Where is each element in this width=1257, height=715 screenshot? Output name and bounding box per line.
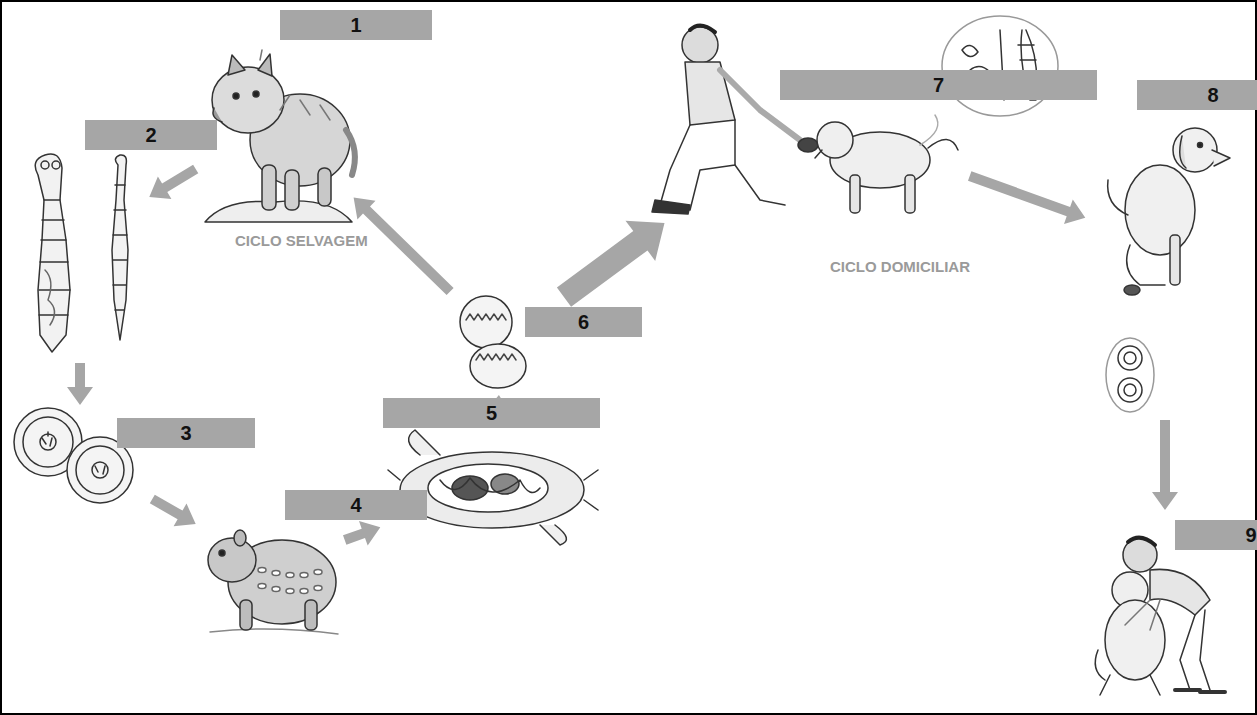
cycle-arrow <box>67 363 93 405</box>
cycle-arrow <box>1152 420 1178 510</box>
stage-region: 1 <box>200 10 350 232</box>
callout-number: 9 <box>1175 520 1257 550</box>
callout-number: 3 <box>117 418 255 448</box>
callout-number: 5 <box>383 398 600 428</box>
cycle-arrow <box>354 198 454 296</box>
stage-region: 4 <box>200 488 340 645</box>
stage-region: 7 <box>650 15 965 220</box>
stage-region: 8 <box>1090 78 1240 415</box>
callout-number: 1 <box>280 10 432 40</box>
callout-number: 7 <box>780 70 1097 100</box>
callout-number: 4 <box>285 490 427 520</box>
stage-region: 6 <box>445 295 560 390</box>
callout-number: 2 <box>85 120 217 150</box>
cycle-arrow <box>149 165 198 199</box>
stage-region: 9 <box>1090 515 1240 705</box>
stage-region: 2 <box>15 120 145 358</box>
cycle-label: CICLO SELVAGEM <box>235 232 368 249</box>
cycle-arrow <box>150 495 196 527</box>
stage-region: 3 <box>12 410 148 505</box>
callout-number: 8 <box>1137 80 1257 110</box>
cycle-arrow <box>557 221 665 307</box>
cycle-arrow <box>343 521 380 546</box>
callout-number: 6 <box>525 307 642 337</box>
cycle-arrow <box>968 171 1085 224</box>
stage-region: 5 <box>385 430 600 545</box>
cycle-label: CICLO DOMICILIAR <box>830 258 970 275</box>
